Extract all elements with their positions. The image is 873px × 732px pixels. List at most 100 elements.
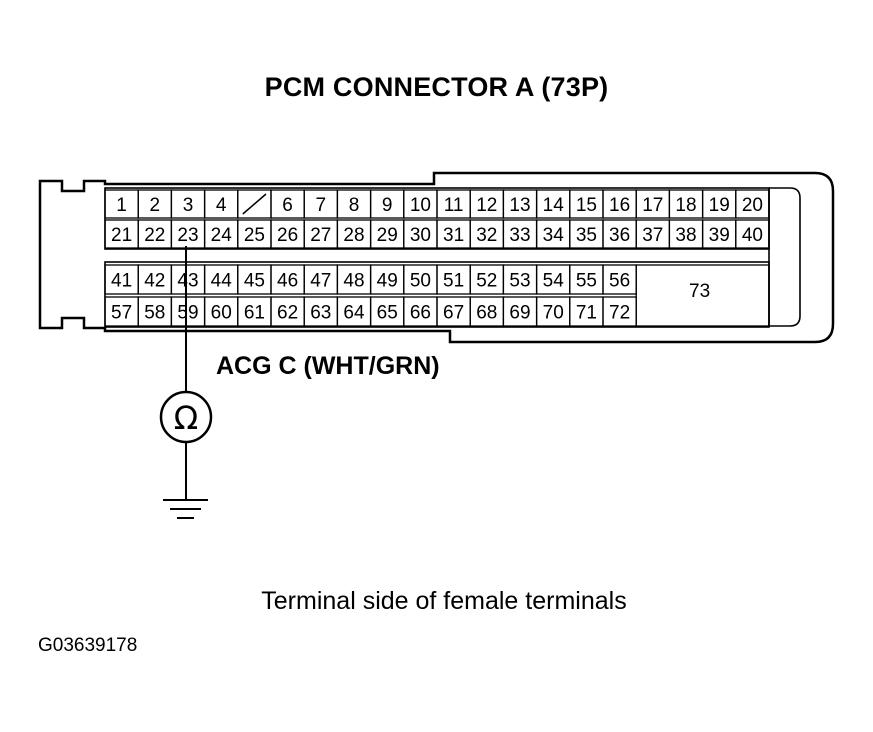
terminal-number: 23 (177, 225, 198, 246)
terminal-cell: 49 (369, 264, 405, 295)
terminal-number: 57 (111, 303, 132, 324)
terminal-number: 47 (310, 271, 331, 292)
terminal-cell: 68 (469, 296, 505, 327)
diagram-caption: Terminal side of female terminals (261, 587, 627, 615)
terminal-cell: 30 (403, 219, 438, 249)
terminal-number: 56 (609, 271, 630, 292)
terminal-number: 26 (277, 225, 298, 246)
terminal-number: 28 (343, 225, 364, 246)
terminal-cell: 41 (104, 264, 139, 295)
terminal-cell: 34 (535, 219, 571, 249)
terminal-number: 45 (244, 271, 265, 292)
terminal-cell: 66 (403, 296, 438, 327)
terminal-number: 43 (177, 271, 198, 292)
terminal-cell: 56 (602, 264, 637, 295)
terminal-cell: 69 (502, 296, 538, 327)
terminal-number: 64 (343, 303, 365, 324)
terminal-cell: 1 (104, 189, 139, 219)
terminal-cell: 60 (203, 296, 239, 327)
terminal-number: 52 (476, 271, 497, 292)
terminal-number: 24 (211, 225, 233, 246)
terminal-cell: 29 (369, 219, 405, 249)
terminal-cell: 14 (535, 189, 571, 219)
terminal-number: 49 (377, 271, 398, 292)
terminal-cell: 47 (303, 264, 339, 295)
terminal-cell: 7 (303, 189, 339, 219)
terminal-number: 27 (310, 225, 331, 246)
terminal-cell: 17 (635, 189, 671, 219)
terminal-cell: 52 (469, 264, 505, 295)
terminal-cell: 27 (303, 219, 339, 249)
terminal-cell: 21 (104, 219, 139, 249)
figure-code: G03639178 (38, 635, 138, 656)
terminal-number: 12 (476, 195, 497, 216)
terminal-cell: 28 (336, 219, 372, 249)
terminal-number: 1 (116, 195, 127, 216)
terminal-number: 68 (476, 303, 497, 324)
terminal-number: 20 (742, 195, 763, 216)
terminal-number: 63 (310, 303, 331, 324)
terminal-cell: 19 (701, 189, 737, 219)
terminal-number: 9 (382, 195, 393, 216)
terminal-cell: 6 (270, 189, 305, 219)
terminal-cell: 4 (203, 189, 239, 219)
terminal-cell: 55 (569, 264, 604, 295)
terminal-number: 7 (316, 195, 327, 216)
terminal-cell: 20 (735, 189, 770, 219)
terminal-cell: 42 (137, 264, 173, 295)
terminal-cell: 71 (569, 296, 604, 327)
terminal-cell: 61 (237, 296, 272, 327)
terminal-cell: 10 (403, 189, 438, 219)
terminal-cell: 59 (170, 296, 206, 327)
terminal-number: 39 (709, 225, 730, 246)
terminal-cell: 12 (469, 189, 505, 219)
terminal-cell: 54 (535, 264, 571, 295)
terminal-number: 66 (410, 303, 431, 324)
terminal-number: 29 (377, 225, 398, 246)
terminal-number: 4 (216, 195, 227, 216)
terminal-cell: 9 (369, 189, 405, 219)
wire-label: ACG C (WHT/GRN) (216, 352, 440, 380)
terminal-cell: 65 (369, 296, 405, 327)
terminal-number: 41 (111, 271, 132, 292)
terminal-number: 58 (144, 303, 165, 324)
ground-icon (163, 499, 208, 519)
terminal-cell: 39 (701, 219, 737, 249)
terminal-number: 32 (476, 225, 497, 246)
terminal-cell-73 (635, 264, 770, 327)
terminal-cell: 67 (436, 296, 471, 327)
terminal-number: 2 (150, 195, 161, 216)
terminal-number: 22 (144, 225, 165, 246)
terminal-cell: 64 (336, 296, 372, 327)
terminal-cell: 22 (137, 219, 173, 249)
terminal-number: 51 (443, 271, 464, 292)
terminal-cell: 13 (502, 189, 538, 219)
terminal-number: 19 (709, 195, 730, 216)
terminal-number: 55 (576, 271, 597, 292)
terminal-cell: 15 (569, 189, 604, 219)
diagram-title: PCM CONNECTOR A (73P) (264, 72, 609, 102)
terminal-number: 18 (675, 195, 696, 216)
terminal-cell: 44 (203, 264, 239, 295)
terminal-number: 10 (410, 195, 431, 216)
terminal-number: 14 (543, 195, 565, 216)
terminal-number: 46 (277, 271, 298, 292)
terminal-cell: 24 (203, 219, 239, 249)
terminal-number: 67 (443, 303, 464, 324)
terminal-number: 30 (410, 225, 431, 246)
terminal-cell: 32 (469, 219, 505, 249)
terminal-cell: 23 (170, 219, 206, 249)
terminal-cell: 63 (303, 296, 339, 327)
terminal-number: 72 (609, 303, 630, 324)
terminal-cell: 26 (270, 219, 305, 249)
terminal-number: 15 (576, 195, 597, 216)
terminal-cell: 25 (237, 219, 272, 249)
blank-terminal-slash (242, 193, 267, 215)
terminal-number: 70 (543, 303, 564, 324)
terminal-number: 21 (111, 225, 132, 246)
terminal-number: 13 (509, 195, 530, 216)
terminal-cell: 46 (270, 264, 305, 295)
terminal-cell: 37 (635, 219, 671, 249)
terminal-cell (237, 189, 272, 219)
